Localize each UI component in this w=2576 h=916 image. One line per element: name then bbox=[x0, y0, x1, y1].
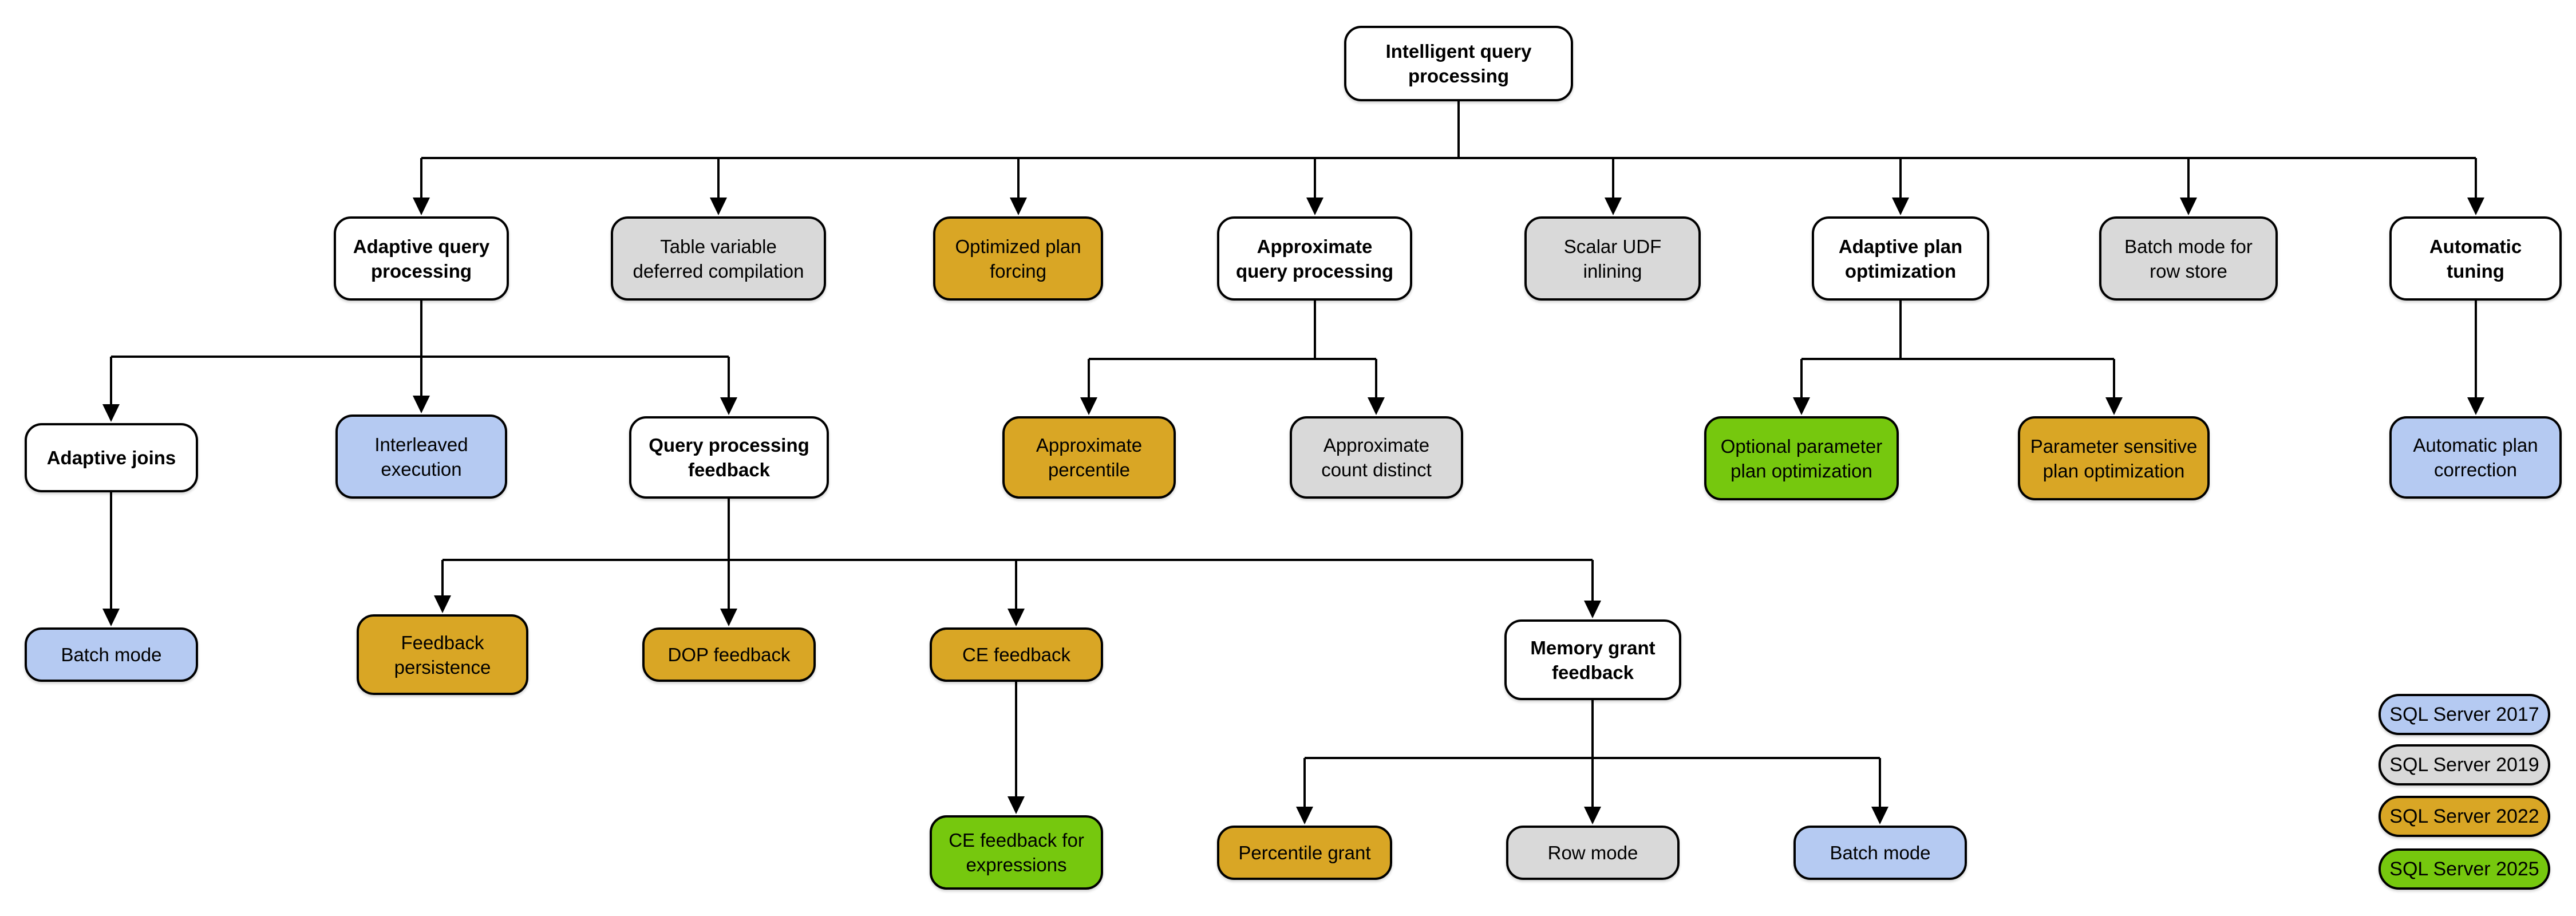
node-query-processing-feedback: Query processing feedback bbox=[629, 416, 829, 499]
node-batch-mode-for-row-store: Batch mode for row store bbox=[2099, 216, 2278, 301]
node-ce-feedback: CE feedback bbox=[930, 627, 1103, 682]
node-percentile-grant: Percentile grant bbox=[1217, 826, 1392, 880]
node-memory-grant-feedback: Memory grant feedback bbox=[1504, 619, 1681, 700]
node-intelligent-query-processing: Intelligent query processing bbox=[1344, 26, 1573, 101]
node-scalar-udf-inlining: Scalar UDF inlining bbox=[1524, 216, 1701, 301]
node-adaptive-query-processing: Adaptive query processing bbox=[334, 216, 509, 301]
node-adaptive-plan-optimization: Adaptive plan optimization bbox=[1812, 216, 1989, 301]
legend-item-sql-server-2019: SQL Server 2019 bbox=[2379, 744, 2550, 785]
node-batch-mode-memory-grant: Batch mode bbox=[1793, 826, 1967, 880]
legend-item-sql-server-2017: SQL Server 2017 bbox=[2379, 694, 2550, 735]
node-parameter-sensitive-plan-optimization: Parameter sensitive plan optimization bbox=[2018, 416, 2210, 500]
node-automatic-tuning: Automatic tuning bbox=[2389, 216, 2562, 301]
node-automatic-plan-correction: Automatic plan correction bbox=[2389, 416, 2562, 499]
node-optimized-plan-forcing: Optimized plan forcing bbox=[933, 216, 1103, 301]
node-table-variable-deferred-compilation: Table variable deferred compilation bbox=[611, 216, 826, 301]
legend-item-sql-server-2025: SQL Server 2025 bbox=[2379, 848, 2550, 890]
node-row-mode: Row mode bbox=[1506, 826, 1680, 880]
legend-item-sql-server-2022: SQL Server 2022 bbox=[2379, 796, 2550, 837]
node-dop-feedback: DOP feedback bbox=[642, 627, 816, 682]
node-adaptive-joins: Adaptive joins bbox=[25, 423, 198, 492]
node-feedback-persistence: Feedback persistence bbox=[357, 614, 528, 695]
node-approximate-percentile: Approximate percentile bbox=[1002, 416, 1176, 499]
node-batch-mode-adaptive-joins: Batch mode bbox=[25, 627, 198, 682]
node-optional-parameter-plan-optimization: Optional parameter plan optimization bbox=[1704, 416, 1899, 500]
node-interleaved-execution: Interleaved execution bbox=[335, 414, 507, 499]
node-approximate-count-distinct: Approximate count distinct bbox=[1290, 416, 1463, 499]
node-approximate-query-processing: Approximate query processing bbox=[1217, 216, 1412, 301]
node-ce-feedback-for-expressions: CE feedback for expressions bbox=[930, 815, 1103, 890]
